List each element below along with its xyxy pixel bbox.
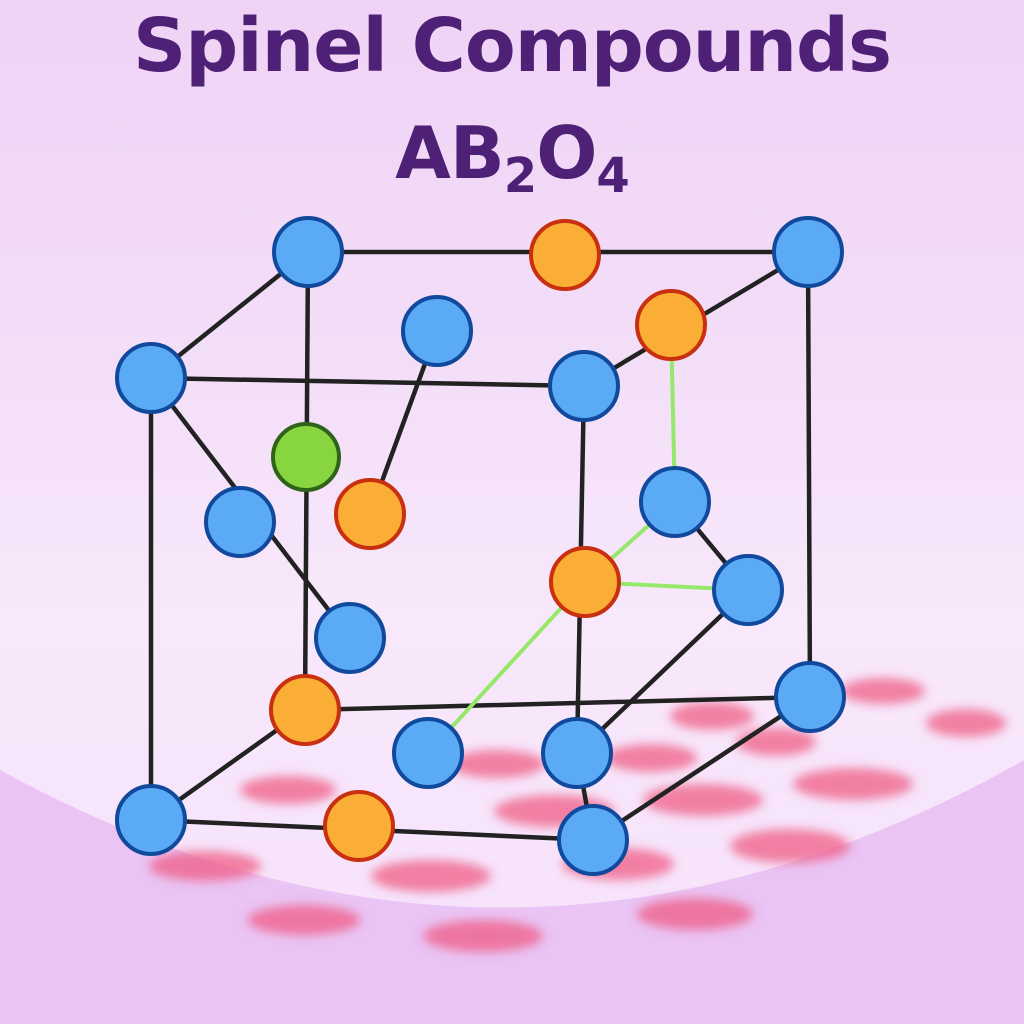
floor-shadow-spot xyxy=(841,678,925,704)
blue-atom xyxy=(392,717,464,789)
blue-atom xyxy=(557,804,629,876)
green-atom xyxy=(271,422,341,492)
blue-atom xyxy=(772,216,844,288)
blue-atom xyxy=(314,602,386,674)
formula-subscript: 4 xyxy=(596,148,629,204)
lattice-bond-line xyxy=(805,249,813,700)
orange-atom xyxy=(635,289,707,361)
orange-atom xyxy=(529,219,601,291)
floor-shadow-spot xyxy=(643,784,763,816)
floor-shadow-spot xyxy=(240,776,336,804)
floor-shadow-spot xyxy=(423,920,543,952)
floor-shadow-spot xyxy=(605,744,697,772)
title-block: Spinel Compounds AB2O4 xyxy=(0,0,1024,200)
formula-part: O xyxy=(536,111,597,195)
orange-atom xyxy=(549,546,621,618)
floor-shadow-spot xyxy=(637,898,753,930)
blue-atom xyxy=(712,554,784,626)
blue-atom xyxy=(541,717,613,789)
lattice-bond-line xyxy=(302,694,813,713)
page-title: Spinel Compounds xyxy=(132,3,892,89)
floor-shadow-spot xyxy=(670,702,754,730)
floor-shadow-spot xyxy=(149,851,261,881)
blue-atom xyxy=(401,295,473,367)
formula-subscript: 2 xyxy=(503,148,537,204)
floor-shadow-spot xyxy=(926,709,1006,737)
formula-part: AB xyxy=(395,111,505,195)
lattice-bond-line xyxy=(574,587,751,756)
lattice-bond-line xyxy=(590,694,813,843)
blue-atom xyxy=(548,350,620,422)
floor-shadow-spot xyxy=(793,768,913,800)
orange-atom xyxy=(269,674,341,746)
blue-atom xyxy=(115,342,187,414)
floor-shadow-spot xyxy=(449,750,545,778)
blue-atom xyxy=(115,784,187,856)
floor-arc xyxy=(0,760,1024,1024)
blue-atom xyxy=(272,216,344,288)
orange-atom xyxy=(323,790,395,862)
orange-atom xyxy=(334,478,406,550)
chemical-formula: AB2O4 xyxy=(395,108,630,200)
blue-atom xyxy=(639,466,711,538)
blue-atom xyxy=(774,661,846,733)
floor-shadow-spots xyxy=(149,678,1006,952)
green-bond-line xyxy=(426,580,587,755)
floor-shadow-spot xyxy=(248,905,360,935)
floor-shadow-spot xyxy=(371,860,491,892)
lattice-atoms xyxy=(115,216,846,876)
lattice-bond-line xyxy=(148,375,587,389)
blue-atom xyxy=(204,486,276,558)
floor-shadow-spot xyxy=(730,829,850,863)
